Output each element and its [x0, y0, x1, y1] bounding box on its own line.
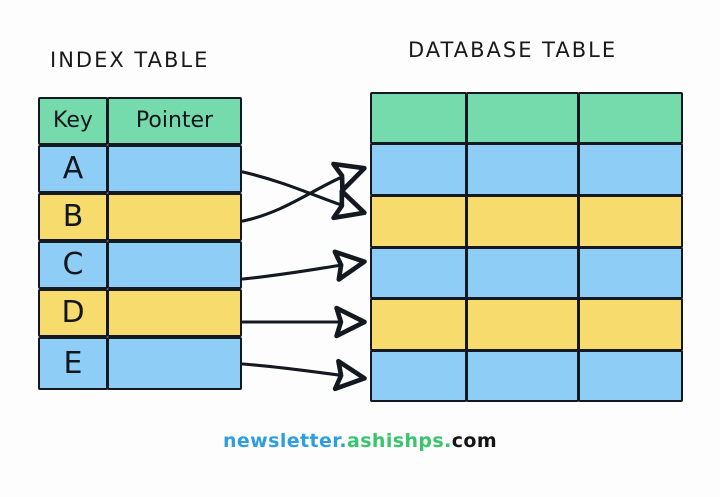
- db-header-cell-1: [370, 92, 467, 144]
- index-row-pointer-d[interactable]: [107, 289, 242, 337]
- db-row-2-cell-2[interactable]: [466, 195, 579, 248]
- index-row-key-c[interactable]: C: [38, 241, 108, 289]
- index-header-pointer-label: Pointer: [135, 108, 214, 133]
- db-row-3-cell-1[interactable]: [370, 247, 467, 299]
- footer-newsletter-text: newsletter: [222, 430, 340, 452]
- db-row-1-cell-2[interactable]: [466, 143, 579, 196]
- db-row-5-cell-1[interactable]: [370, 350, 467, 402]
- db-row-2-cell-3[interactable]: [578, 195, 683, 248]
- db-row-5-cell-2[interactable]: [466, 350, 579, 402]
- db-row-3-cell-2[interactable]: [466, 247, 579, 299]
- db-row-4-cell-2[interactable]: [466, 298, 579, 351]
- index-row-key-d[interactable]: D: [38, 289, 108, 337]
- pointer-arrow-a: [241, 170, 367, 221]
- index-row-key-a[interactable]: A: [38, 145, 108, 193]
- db-row-5-cell-3[interactable]: [578, 350, 683, 402]
- db-header-cell-3: [578, 92, 683, 144]
- database-table-title: DATABASE TABLE: [408, 38, 618, 62]
- index-row-key-b[interactable]: B: [38, 193, 108, 241]
- db-row-2-cell-1[interactable]: [370, 195, 467, 248]
- db-row-1-cell-3[interactable]: [578, 143, 683, 196]
- index-key-label-c: C: [62, 247, 84, 282]
- pointer-arrow-e: [241, 358, 367, 392]
- footer-ashishps-text: ashishps: [346, 430, 445, 452]
- pointer-arrow-c: [241, 249, 367, 282]
- footer-separator-1: .: [339, 430, 347, 452]
- index-key-label-a: A: [62, 151, 84, 186]
- footer-separator-2: .: [444, 430, 452, 452]
- index-table-title: INDEX TABLE: [50, 48, 210, 72]
- db-header-cell-2: [466, 92, 579, 144]
- index-key-label-e: E: [63, 345, 83, 381]
- pointer-arrow-b: [241, 161, 367, 223]
- index-key-label-d: D: [61, 295, 85, 330]
- index-row-pointer-c[interactable]: [107, 241, 242, 289]
- db-row-3-cell-3[interactable]: [578, 247, 683, 299]
- index-row-key-e[interactable]: E: [38, 337, 108, 390]
- index-row-pointer-b[interactable]: [107, 193, 242, 241]
- footer-com-text: com: [451, 430, 498, 452]
- index-row-pointer-e[interactable]: [107, 337, 242, 390]
- index-header-pointer: Pointer: [107, 97, 242, 145]
- index-header-key: Key: [38, 97, 108, 145]
- index-row-pointer-a[interactable]: [107, 145, 242, 193]
- db-row-1-cell-1[interactable]: [370, 143, 467, 196]
- index-header-key-label: Key: [53, 108, 93, 133]
- db-row-4-cell-1[interactable]: [370, 298, 467, 351]
- db-row-4-cell-3[interactable]: [578, 298, 683, 351]
- index-key-label-b: B: [62, 199, 84, 234]
- footer-credit: newsletter.ashishps.com: [0, 430, 720, 452]
